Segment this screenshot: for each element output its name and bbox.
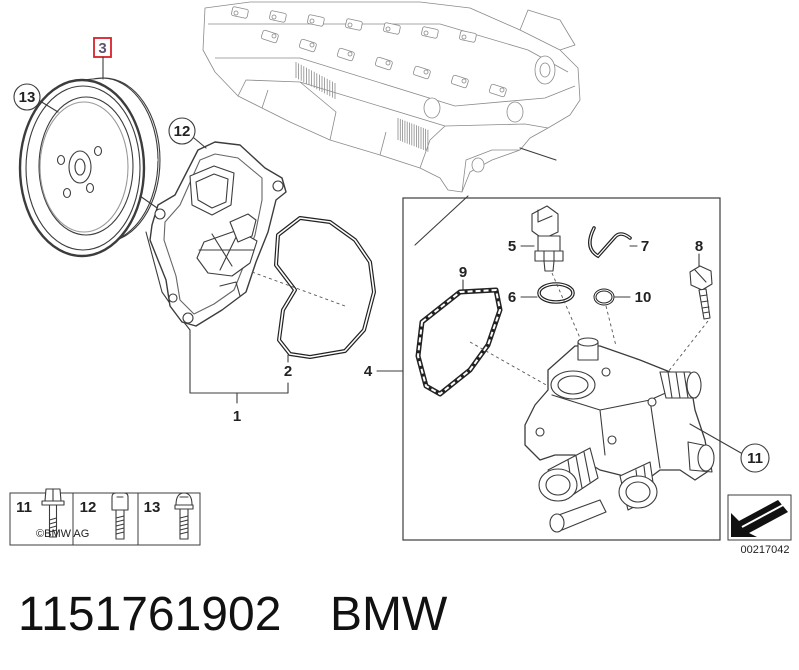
rocker-arm-row: [231, 6, 507, 98]
callout-4: 4: [364, 363, 404, 380]
socket-head-bolt-icon: [111, 492, 129, 540]
rocker-bolt-detail: [423, 69, 429, 75]
temperature-sensor-drawing: 5: [508, 205, 564, 272]
copyright-text: ©BMW AG: [36, 528, 89, 540]
rocker-bolt-detail: [347, 22, 353, 28]
rocker-bolt-detail: [309, 42, 315, 48]
head-hatching: [295, 62, 429, 152]
cylinder-head-drawing: [202, 1, 581, 193]
legend-label-12: 12: [80, 499, 97, 516]
rocker-bolt-detail: [233, 10, 239, 16]
rocker-arm-detail: [412, 65, 431, 80]
callout-10-label: 10: [635, 289, 652, 306]
rocker-arm-detail: [450, 74, 469, 89]
rocker-arm-detail: [374, 56, 393, 71]
callout-3-label: 3: [98, 40, 106, 57]
thermostat-detail-frame: [402, 197, 721, 541]
rocker-bolt-detail: [385, 60, 391, 66]
callout-3-highlighted: 3: [93, 37, 112, 80]
brand-name: BMW: [330, 588, 448, 641]
callout-13: 13: [13, 83, 59, 113]
housing-gasket-drawing: 9: [415, 264, 503, 397]
callout-8-label: 8: [695, 238, 703, 255]
callout-5-label: 5: [508, 238, 516, 255]
thermostat-housing-drawing: [524, 337, 715, 533]
callout-12: 12: [168, 117, 207, 149]
callout-11: 11: [689, 423, 770, 473]
callout-1-label: 1: [233, 408, 241, 425]
rocker-bolt-detail: [499, 87, 505, 93]
assembly-lines: [469, 272, 709, 387]
part-number: 1151761902: [18, 588, 282, 641]
o-ring-small-drawing: 10: [593, 288, 652, 306]
bleed-screw-drawing: 8: [689, 238, 713, 320]
rocker-arm-detail: [298, 38, 317, 53]
o-ring-large-drawing: 6: [508, 282, 575, 306]
pump-gasket-drawing: [251, 216, 376, 359]
diagram-id: 00217042: [741, 544, 790, 556]
callout-7-label: 7: [641, 238, 649, 255]
rocker-arm-detail: [336, 47, 355, 62]
rocker-bolt-detail: [461, 34, 467, 40]
callout-11-label: 11: [747, 450, 763, 467]
callout-4-label: 4: [364, 363, 373, 380]
rocker-bolt-detail: [385, 26, 391, 32]
legend-label-13: 13: [144, 499, 161, 516]
legend-label-11: 11: [16, 499, 32, 516]
direction-arrow-icon: [727, 494, 792, 541]
rocker-bolt-detail: [423, 30, 429, 36]
callout-12-label: 12: [174, 123, 191, 140]
water-pump-drawing: [145, 141, 287, 331]
callout-13-label: 13: [19, 89, 36, 106]
callout-6-label: 6: [508, 289, 516, 306]
retaining-clip-drawing: 7: [588, 226, 649, 259]
rocker-arm-detail: [260, 29, 279, 44]
fastener-legend: 11 12 13 ©BMW AG: [9, 488, 201, 546]
rocker-bolt-detail: [271, 14, 277, 20]
frame-connector-lines: [414, 147, 557, 246]
callout-9-label: 9: [459, 264, 467, 281]
pulley-drawing: [18, 77, 161, 258]
rocker-bolt-detail: [271, 33, 277, 39]
parts-diagram: 13 3 12 1 2 4 5 6: [9, 1, 792, 556]
rocker-bolt-detail: [461, 78, 467, 84]
hex-bolt-icon: [174, 492, 194, 540]
rocker-arm-detail: [488, 83, 507, 98]
callout-2-label: 2: [284, 363, 292, 380]
callout-2: 2: [284, 354, 292, 380]
rocker-bolt-detail: [347, 51, 353, 57]
callout-1-bracket: 1: [189, 329, 289, 425]
flange-bolt-icon: [41, 488, 65, 538]
rocker-bolt-detail: [309, 18, 315, 24]
